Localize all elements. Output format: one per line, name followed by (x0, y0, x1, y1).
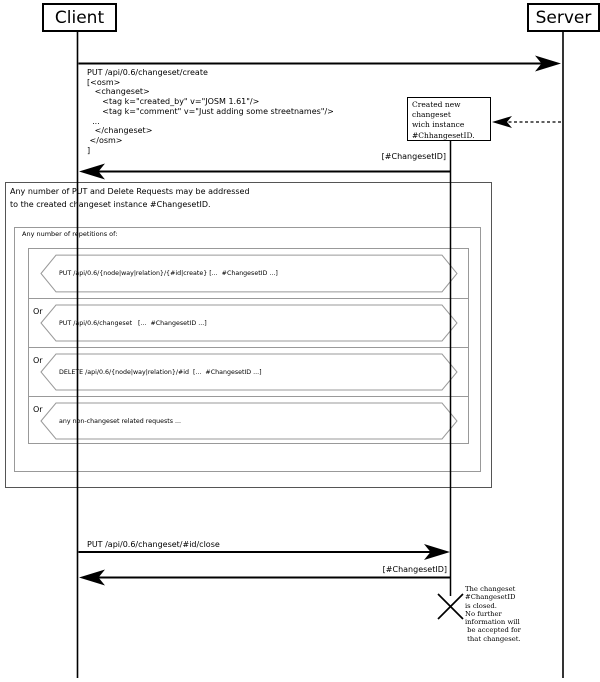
close-response-label: [#ChangesetID] (382, 565, 447, 574)
alternative-row: Or DELETE /api/0.6/{node|way|relation}/#… (29, 347, 468, 396)
alternative-row: PUT /api/0.6/{node|way|relation}/{#id|cr… (29, 249, 468, 298)
request-hexagon-shape (40, 254, 458, 293)
close-request-label: PUT /api/0.6/changeset/#id/close (87, 540, 220, 549)
or-label: Or (33, 405, 43, 414)
repetition-label: Any number of repetitions of: (22, 230, 118, 238)
create-request-body: PUT /api/0.6/changeset/create [<osm> <ch… (87, 68, 334, 155)
request-hexagon-shape (40, 353, 458, 391)
request-message: PUT /api/0.6/changeset [... #ChangesetID… (59, 319, 207, 327)
server-actor-label: Server (535, 7, 592, 28)
create-response-label: [#ChangesetID] (381, 152, 446, 161)
alternatives-box: PUT /api/0.6/{node|way|relation}/{#id|cr… (28, 248, 469, 444)
changeset-usage-fragment-box (5, 182, 492, 488)
client-actor-box: Client (42, 3, 117, 32)
request-message: any non-changeset related requests ... (59, 417, 181, 425)
request-message: DELETE /api/0.6/{node|way|relation}/#id … (59, 368, 262, 376)
request-message: PUT /api/0.6/{node|way|relation}/{#id|cr… (59, 270, 278, 277)
note-arrowhead-icon (492, 116, 512, 128)
close-response-arrowhead-icon (79, 569, 105, 586)
server-actor-box: Server (527, 3, 600, 32)
close-request-arrowhead-icon (424, 544, 450, 560)
request-hexagon-shape (40, 304, 458, 342)
alternative-row: Or PUT /api/0.6/changeset [... #Changese… (29, 298, 468, 347)
or-label: Or (33, 307, 43, 316)
or-label: Or (33, 356, 43, 365)
termination-x-icon (437, 593, 464, 620)
create-response-arrowhead-icon (79, 163, 105, 180)
created-changeset-note: Created new changeset wich instance #Chh… (407, 97, 491, 141)
client-actor-label: Client (54, 7, 105, 28)
create-request-arrowhead-icon (535, 55, 561, 72)
changeset-closed-note: The changeset #ChangesetID is closed. No… (465, 585, 521, 643)
alternative-row: Or any non-changeset related requests ..… (29, 396, 468, 445)
repetition-fragment-box (14, 227, 481, 472)
fragment-title: Any number of PUT and Delete Requests ma… (10, 187, 250, 209)
request-hexagon-shape (40, 402, 458, 440)
